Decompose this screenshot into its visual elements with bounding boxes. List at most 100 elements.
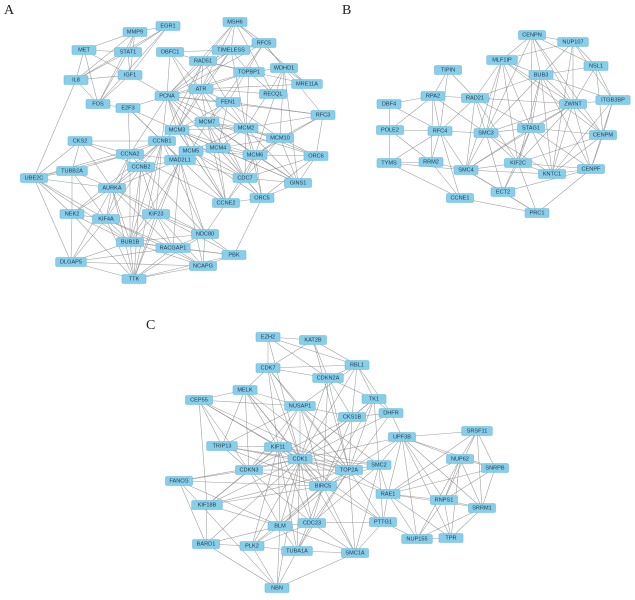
node-fen1[interactable]: FEN1 [215,97,241,107]
node-box[interactable] [309,481,337,491]
node-mcm2[interactable]: MCM2 [233,123,259,133]
node-nek2[interactable]: NEK2 [59,209,85,219]
node-mcm6[interactable]: MCM6 [242,150,268,160]
node-nup62[interactable]: NUP62 [446,454,474,464]
node-kif18b[interactable]: KIF18B [191,500,223,510]
node-rfc3[interactable]: RFC3 [310,110,336,120]
node-ncapg[interactable]: NCAPG [189,261,217,271]
node-box[interactable] [117,70,143,80]
node-mcm7[interactable]: MCM7 [194,117,220,127]
node-msh6[interactable]: MSH6 [222,17,248,27]
node-box[interactable] [185,395,213,405]
node-box[interactable] [221,250,247,260]
node-box[interactable] [165,476,193,486]
node-mmp9[interactable]: MMP9 [122,27,148,37]
node-racgap1[interactable]: RACGAP1 [155,243,191,253]
node-cdk1[interactable]: CDK1 [287,454,313,464]
node-upf3b[interactable]: UPF3B [388,432,416,442]
node-box[interactable] [375,489,401,499]
node-met[interactable]: MET [71,45,97,55]
node-box[interactable] [361,394,387,404]
node-box[interactable] [267,521,293,531]
node-melk[interactable]: MELK [232,385,258,395]
node-tuba1a[interactable]: TUBA1A [281,546,313,556]
node-box[interactable] [438,533,464,543]
node-box[interactable] [264,583,290,593]
node-box[interactable] [486,55,518,65]
node-kif11[interactable]: KIF11 [264,442,292,452]
node-timeless[interactable]: TIMELESS [211,45,251,55]
node-box[interactable] [481,463,509,473]
node-rrm2[interactable]: RRM2 [418,157,444,167]
node-mcm5[interactable]: MCM5 [178,146,204,156]
node-box[interactable] [468,503,496,513]
node-pole2[interactable]: POLE2 [376,125,404,135]
node-box[interactable] [189,261,217,271]
node-pttg1[interactable]: PTTG1 [369,517,397,527]
node-rnps1[interactable]: RNPS1 [430,495,458,505]
node-orc6[interactable]: ORC6 [303,151,329,161]
node-ccnb1[interactable]: CCNB1 [148,136,176,146]
node-box[interactable] [67,136,93,146]
node-ube2c[interactable]: UBE2C [20,173,48,183]
node-box[interactable] [589,130,617,140]
node-atr[interactable]: ATR [188,84,214,94]
node-box[interactable] [287,454,313,464]
node-box[interactable] [517,123,545,133]
node-kif23[interactable]: KIF23 [142,209,170,219]
node-nbn[interactable]: NBN [264,583,290,593]
node-box[interactable] [232,385,258,395]
node-ccna2[interactable]: CCNA2 [116,149,144,159]
node-box[interactable] [148,136,176,146]
node-rfc4[interactable]: RFC4 [427,126,453,136]
node-mad2l1[interactable]: MAD2L1 [164,155,196,165]
node-il8[interactable]: IL8 [63,75,89,85]
node-smc2[interactable]: SMC2 [366,460,392,470]
node-box[interactable] [341,548,369,558]
node-box[interactable] [255,363,281,373]
node-box[interactable] [56,166,88,176]
node-kntc1[interactable]: KNTC1 [538,169,566,179]
node-ndc80[interactable]: NDC80 [191,229,219,239]
node-mre11a[interactable]: MRE11A [291,79,323,89]
node-box[interactable] [344,360,370,370]
node-itgb3bp[interactable]: ITGB3BP [595,95,631,105]
node-snrpb[interactable]: SNRPB [481,463,509,473]
node-box[interactable] [453,165,479,175]
node-ccne2[interactable]: CCNE2 [212,198,240,208]
node-box[interactable] [446,454,474,464]
node-box[interactable] [188,84,214,94]
node-birc5[interactable]: BIRC5 [309,481,337,491]
node-tk1[interactable]: TK1 [361,394,387,404]
node-tipin[interactable]: TIPIN [434,65,462,75]
node-wdhd1[interactable]: WDHD1 [270,63,298,73]
node-box[interactable] [366,460,392,470]
node-box[interactable] [116,149,144,159]
node-top2a[interactable]: TOP2A [335,465,363,475]
node-box[interactable] [434,65,462,75]
node-box[interactable] [205,143,231,153]
node-box[interactable] [233,123,259,133]
node-box[interactable] [122,27,148,37]
node-smc1a[interactable]: SMC1A [341,548,369,558]
node-cenpm[interactable]: CENPM [589,130,617,140]
node-box[interactable] [369,517,397,527]
node-box[interactable] [504,158,532,168]
node-smc3[interactable]: SMC3 [473,128,499,138]
node-box[interactable] [255,332,281,342]
node-box[interactable] [233,67,265,77]
node-box[interactable] [114,47,142,57]
node-box[interactable] [156,47,184,57]
node-box[interactable] [310,110,336,120]
node-box[interactable] [164,125,190,135]
node-box[interactable] [92,214,120,224]
node-box[interactable] [299,335,327,345]
node-prc1[interactable]: PRC1 [524,208,550,218]
node-box[interactable] [85,99,111,109]
node-box[interactable] [538,169,566,179]
node-stag1[interactable]: STAG1 [517,123,545,133]
node-e2f3[interactable]: E2F3 [115,103,141,113]
node-box[interactable] [473,128,499,138]
node-box[interactable] [284,401,316,411]
node-rad21[interactable]: RAD21 [461,93,489,103]
